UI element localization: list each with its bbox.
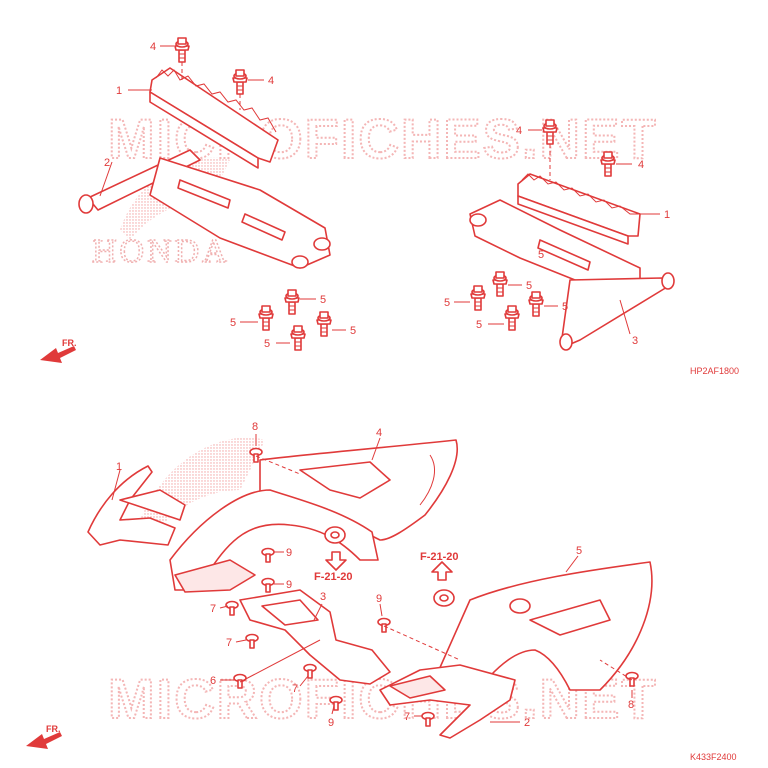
bolt-5-d — [290, 325, 306, 351]
screw-9-b — [261, 577, 275, 593]
callout-top-bolt-5b: 5 — [230, 317, 236, 329]
callout-bottom-fairing-2: 2 — [524, 717, 530, 729]
inner-cover-part-1 — [87, 465, 186, 546]
bottom-diagram: F-21-20 F-21-20 — [26, 421, 737, 762]
lower-cowl-center — [169, 489, 379, 593]
callout-bottom-cowl-4: 4 — [376, 427, 382, 439]
callout-top-step-1-right: 1 — [664, 209, 670, 221]
right-step-part-1 — [517, 173, 641, 245]
front-direction-arrow-top: FR. — [40, 338, 77, 363]
upper-cowl-part-4 — [259, 439, 458, 541]
honda-logo-top: HONDA — [92, 233, 230, 270]
left-bracket-part-2 — [78, 149, 331, 269]
callout-bottom-screw-9c: 9 — [376, 593, 382, 605]
front-label-bottom: FR. — [46, 724, 61, 734]
ref-label-right: F-21-20 — [420, 551, 459, 563]
bolt-5-h — [504, 305, 520, 331]
callout-top-bolt-5h: 5 — [476, 319, 482, 331]
ref-arrow-left — [325, 551, 347, 571]
callout-bottom-screw-8b: 8 — [628, 699, 634, 711]
bolt-4-left-lower — [232, 69, 248, 95]
callout-bottom-panel-3: 3 — [320, 591, 326, 603]
bolt-4-left-upper — [174, 37, 190, 63]
clip-7-a — [225, 600, 239, 616]
screw-9-c — [377, 617, 391, 633]
callout-top-bolt-4c: 4 — [516, 125, 522, 137]
callout-top-bolt-5c: 5 — [350, 325, 356, 337]
bolt-5-e — [492, 271, 508, 297]
clip-7-b — [245, 633, 259, 649]
right-bracket-part-3 — [469, 199, 675, 351]
bolt-5-a — [284, 289, 300, 315]
bolt-5-b — [258, 305, 274, 331]
bolt-5-c — [316, 311, 332, 337]
ref-arrow-right — [431, 561, 453, 581]
callout-bottom-clip-7c: 7 — [292, 683, 298, 695]
callout-bottom-inner-1: 1 — [116, 461, 122, 473]
callout-top-bolt-5g: 5 — [562, 301, 568, 313]
callout-bottom-clip-7a: 7 — [210, 603, 216, 615]
callout-top-bracket-3: 3 — [632, 335, 638, 347]
callout-top-step-1-left: 1 — [116, 85, 122, 97]
diagram-code-bottom: K433F2400 — [690, 752, 737, 762]
side-panel-part-5 — [429, 561, 653, 701]
ref-label-left: F-21-20 — [314, 571, 353, 583]
callout-bottom-bolt-6: 6 — [210, 675, 216, 687]
callout-bottom-clip-7d: 7 — [404, 711, 410, 723]
callout-top-bolt-5e: 5 — [526, 280, 532, 292]
diagram-code-top: HP2AF1800 — [690, 366, 739, 376]
callout-bottom-screw-9b: 9 — [286, 579, 292, 591]
front-direction-arrow-bottom: FR. — [26, 724, 62, 749]
callout-top-bolt-5i: 5 — [538, 249, 544, 261]
callout-top-bolt-5a: 5 — [320, 294, 326, 306]
callout-top-bolt-5d: 5 — [264, 338, 270, 350]
lower-fairing-part-2 — [379, 664, 516, 739]
callout-top-bolt-5f: 5 — [444, 297, 450, 309]
top-diagram: 4 1 4 2 4 4 1 5 5 5 5 5 5 5 5 5 3 FR. HP… — [40, 37, 739, 376]
callout-bottom-screw-8a: 8 — [252, 421, 258, 433]
callout-top-bolt-4a: 4 — [150, 41, 156, 53]
bolt-5-f — [470, 285, 486, 311]
left-step-part-1 — [149, 67, 279, 169]
screw-9-a — [261, 547, 275, 563]
front-label-top: FR. — [62, 338, 77, 348]
callout-bottom-clip-7b: 7 — [226, 637, 232, 649]
bolt-4-right-lower — [600, 151, 616, 177]
callout-top-bolt-4b: 4 — [268, 75, 274, 87]
callout-bottom-panel-5: 5 — [576, 545, 582, 557]
callout-top-bracket-2: 2 — [104, 157, 110, 169]
bolt-5-g — [528, 291, 544, 317]
callout-bottom-screw-9d: 9 — [328, 717, 334, 729]
callout-top-bolt-4d: 4 — [638, 159, 644, 171]
callout-bottom-screw-9a: 9 — [286, 547, 292, 559]
under-panel-part-3 — [239, 589, 391, 685]
